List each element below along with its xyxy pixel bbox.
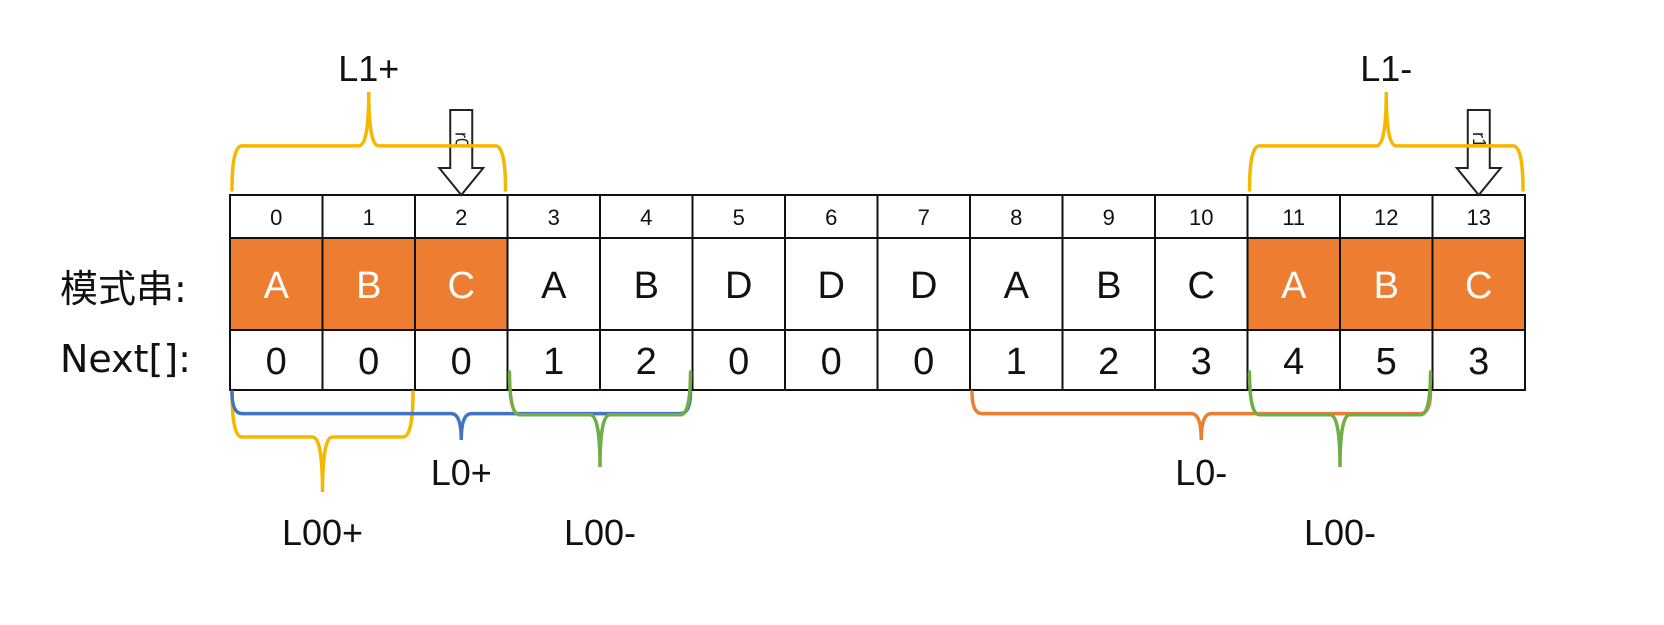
pattern-char: A (1281, 265, 1307, 307)
next-row-label: Next[]: (60, 337, 191, 381)
next-cell (691, 329, 786, 391)
pattern-cell (1061, 237, 1156, 331)
pattern-char: C (1188, 265, 1215, 307)
next-value: 0 (821, 341, 842, 383)
bracket-label: L1- (1360, 48, 1413, 89)
next-value: 0 (266, 341, 287, 383)
pattern-row-label: 模式串: (60, 267, 187, 311)
pattern-cell (691, 237, 786, 331)
index-label: 4 (640, 205, 652, 230)
index-cell (691, 194, 786, 239)
next-value: 1 (1006, 341, 1027, 383)
index-label: 5 (733, 205, 745, 230)
next-value: 0 (728, 341, 749, 383)
pattern-char: C (448, 265, 475, 307)
index-cell (1154, 194, 1249, 239)
next-value: 5 (1376, 341, 1397, 383)
index-label: 1 (363, 205, 375, 230)
pointer-label: r0 (451, 132, 471, 148)
next-cell (229, 329, 324, 391)
pointer-arrow (437, 109, 486, 197)
pattern-cell (784, 237, 879, 331)
pattern-char: A (264, 265, 290, 307)
bracket-brace (1247, 91, 1525, 192)
next-value: 3 (1191, 341, 1212, 383)
next-cell (1431, 329, 1526, 391)
next-value: 4 (1283, 341, 1304, 383)
index-cell (876, 194, 971, 239)
index-label: 9 (1103, 205, 1115, 230)
index-label: 2 (455, 205, 467, 230)
bracket-label: L00- (1303, 512, 1377, 553)
next-cell (1246, 329, 1341, 391)
next-value: 2 (636, 341, 657, 383)
bracket-label: L00- (563, 512, 637, 553)
bracket-label: L0- (1175, 452, 1228, 493)
next-value: 2 (1098, 341, 1119, 383)
pattern-char: D (910, 265, 937, 307)
pattern-cell (414, 237, 509, 331)
pattern-cell (876, 237, 971, 331)
next-cell (506, 329, 601, 391)
pattern-char: B (1374, 265, 1399, 307)
bracket-label: L1+ (338, 48, 400, 89)
next-cell (321, 329, 416, 391)
index-label: 11 (1282, 205, 1305, 230)
index-label: 3 (548, 205, 560, 230)
pointer-label: r1 (1469, 132, 1489, 148)
pattern-char: A (541, 265, 567, 307)
index-label: 13 (1467, 205, 1491, 230)
bracket-brace (1247, 370, 1433, 468)
index-label: 10 (1189, 205, 1213, 230)
pattern-char: D (725, 265, 752, 307)
pattern-cell (599, 237, 694, 331)
bracket-brace (230, 390, 415, 493)
bracket-label: L0+ (430, 452, 492, 493)
pattern-char: A (1004, 265, 1030, 307)
index-cell (1339, 194, 1434, 239)
index-label: 6 (825, 205, 837, 230)
index-label: 12 (1374, 205, 1398, 230)
index-label: 0 (270, 205, 282, 230)
next-value: 1 (543, 341, 564, 383)
index-cell (506, 194, 601, 239)
next-value: 0 (451, 341, 472, 383)
next-cell (969, 329, 1064, 391)
next-value: 0 (913, 341, 934, 383)
index-label: 7 (918, 205, 930, 230)
pattern-char: B (1096, 265, 1121, 307)
pointer-arrow (1454, 109, 1503, 197)
next-value: 0 (358, 341, 379, 383)
pattern-char: B (634, 265, 659, 307)
index-cell (229, 194, 324, 239)
pattern-char: D (818, 265, 845, 307)
next-value: 3 (1468, 341, 1489, 383)
pattern-char: B (356, 265, 381, 307)
pattern-char: C (1465, 265, 1492, 307)
next-cell (414, 329, 509, 391)
bracket-brace (507, 370, 693, 468)
bracket-brace (230, 91, 508, 192)
bracket-label: L00+ (281, 512, 364, 553)
pattern-cell (229, 237, 324, 331)
index-cell (784, 194, 879, 239)
index-label: 8 (1010, 205, 1022, 230)
next-cell (784, 329, 879, 391)
